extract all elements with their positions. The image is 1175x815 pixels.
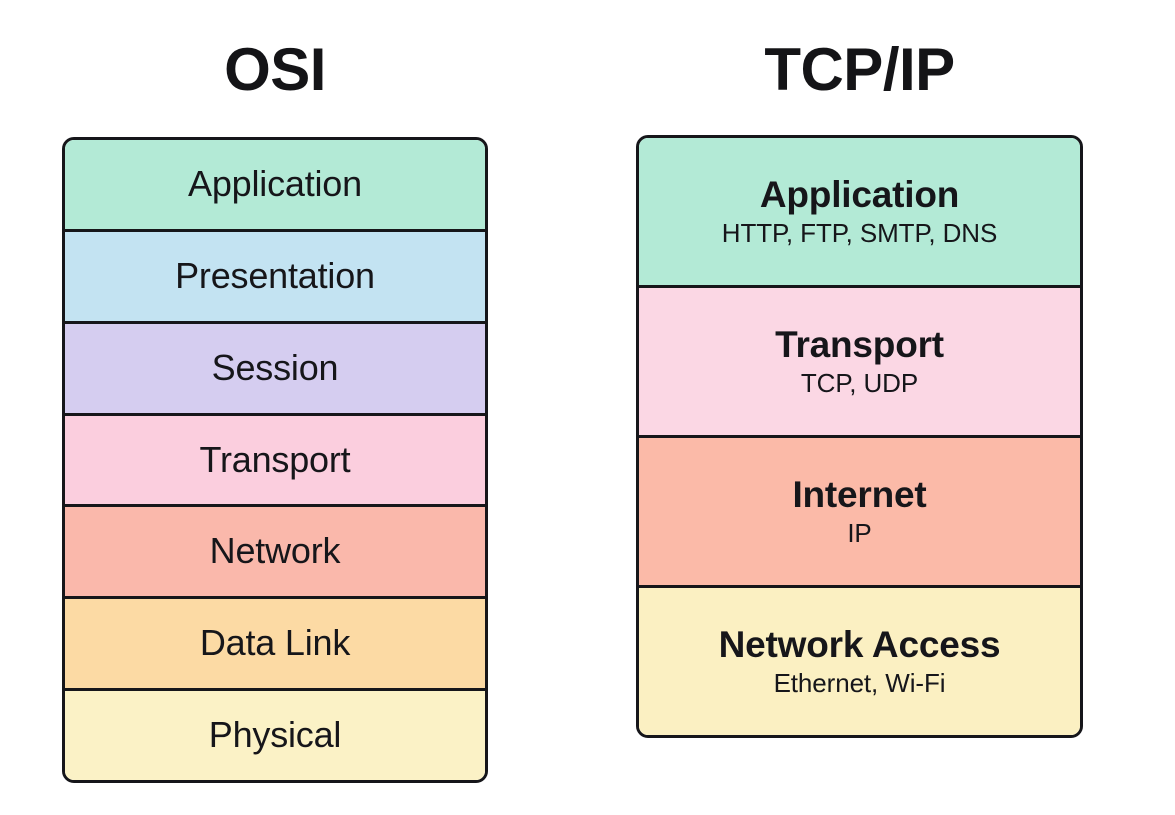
- tcpip-layer-protocols: Ethernet, Wi-Fi: [773, 668, 946, 699]
- osi-layer-network[interactable]: Network: [65, 507, 485, 600]
- tcpip-layer-network-access[interactable]: Network Access Ethernet, Wi-Fi: [639, 588, 1080, 735]
- tcpip-layer-internet[interactable]: Internet IP: [639, 438, 1080, 588]
- osi-layer-label: Presentation: [175, 254, 375, 296]
- osi-layer-label: Transport: [199, 438, 351, 480]
- osi-layer-presentation[interactable]: Presentation: [65, 231, 485, 324]
- osi-layer-transport[interactable]: Transport: [65, 415, 485, 508]
- tcpip-layer-transport[interactable]: Transport TCP, UDP: [639, 288, 1080, 438]
- osi-layer-application[interactable]: Application: [65, 140, 485, 232]
- osi-layer-physical[interactable]: Physical: [65, 691, 485, 780]
- osi-layer-label: Physical: [208, 714, 342, 756]
- tcpip-layer-label: Transport: [775, 324, 944, 366]
- osi-layer-label: Network: [209, 530, 341, 572]
- tcpip-layer-label: Internet: [792, 474, 927, 516]
- tcpip-column-title: TCP/IP: [764, 36, 955, 103]
- tcpip-layer-label: Application: [759, 174, 960, 216]
- osi-layer-label: Application: [188, 162, 362, 204]
- tcpip-layer-protocols: TCP, UDP: [800, 368, 919, 399]
- osi-layer-label: Session: [211, 346, 339, 388]
- osi-layer-session[interactable]: Session: [65, 323, 485, 416]
- tcpip-layer-stack: Application HTTP, FTP, SMTP, DNS Transpo…: [636, 135, 1083, 738]
- osi-column-title: OSI: [224, 36, 326, 103]
- osi-layer-label: Data Link: [199, 622, 351, 664]
- tcpip-layer-protocols: HTTP, FTP, SMTP, DNS: [721, 218, 998, 249]
- tcpip-layer-application[interactable]: Application HTTP, FTP, SMTP, DNS: [639, 138, 1080, 288]
- tcpip-layer-protocols: IP: [847, 518, 872, 549]
- tcpip-layer-label: Network Access: [718, 624, 1001, 666]
- osi-layer-stack: Application Presentation Session Transpo…: [62, 137, 488, 783]
- osi-layer-data-link[interactable]: Data Link: [65, 599, 485, 692]
